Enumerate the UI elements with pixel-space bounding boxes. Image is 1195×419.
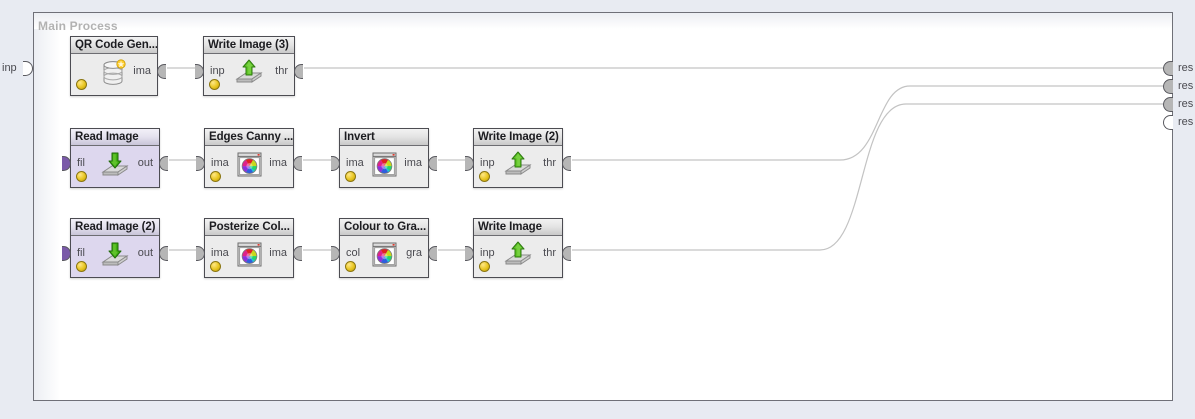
- input-port-label-invert-ima: ima: [346, 157, 364, 169]
- node-qr-code-generator[interactable]: QR Code Gen... ima: [70, 36, 166, 96]
- output-port-invert-ima[interactable]: [428, 156, 437, 171]
- output-port-label-write-image-3-thr: thr: [275, 65, 288, 77]
- status-indicator-invert[interactable]: [345, 171, 356, 182]
- node-invert[interactable]: Invert ima ima: [331, 128, 437, 188]
- canvas-result-knob-2[interactable]: [1163, 97, 1173, 112]
- read-image-icon: [98, 149, 132, 181]
- node-title-edges-canny: Edges Canny ...: [205, 129, 293, 146]
- status-indicator-qr-code-generator[interactable]: [76, 79, 87, 90]
- input-port-label-write-image-2-inp: inp: [480, 157, 495, 169]
- status-indicator-edges-canny[interactable]: [210, 171, 221, 182]
- node-body-qr-code-generator: ima: [71, 54, 166, 95]
- input-port-posterize-colour-ima[interactable]: [196, 246, 205, 261]
- node-body-read-image-2: fil out: [62, 236, 168, 277]
- canvas-result-port-label-1: res: [1178, 80, 1194, 92]
- canvas-result-knob-3[interactable]: [1163, 115, 1173, 130]
- input-port-label-write-image-3-inp: inp: [210, 65, 225, 77]
- input-port-label-read-image-2-fil: fil: [77, 247, 85, 259]
- colour-wheel-icon: [367, 149, 401, 181]
- node-write-image-3[interactable]: Write Image (3) inp thr: [195, 36, 303, 96]
- node-title-posterize-colour: Posterize Col...: [205, 219, 293, 236]
- node-title-write-image-2: Write Image (2): [474, 129, 562, 146]
- node-body-read-image: fil out: [62, 146, 168, 187]
- write-image-icon: [501, 149, 535, 181]
- output-port-colour-to-grayscale-gra[interactable]: [428, 246, 437, 261]
- node-body-write-image-3: inp thr: [195, 54, 303, 95]
- node-posterize-colour[interactable]: Posterize Col... ima ima: [196, 218, 302, 278]
- read-image-icon: [98, 239, 132, 271]
- node-title-colour-to-grayscale: Colour to Gra...: [340, 219, 428, 236]
- output-port-label-colour-to-grayscale-gra: gra: [406, 247, 422, 259]
- process-title-label: Main Process: [38, 19, 118, 33]
- node-write-image[interactable]: Write Image inp thr: [465, 218, 571, 278]
- colour-wheel-icon: [232, 239, 266, 271]
- canvas-result-knob-1[interactable]: [1163, 79, 1173, 94]
- output-port-label-read-image-out: out: [137, 157, 153, 169]
- canvas-result-port-label-3: res: [1178, 116, 1194, 128]
- status-indicator-read-image[interactable]: [76, 171, 87, 182]
- input-port-read-image-2-fil[interactable]: [62, 246, 71, 261]
- input-port-label-read-image-fil: fil: [77, 157, 85, 169]
- output-port-label-qr-code-generator-ima: ima: [133, 65, 151, 77]
- colour-wheel-icon: [232, 149, 266, 181]
- input-port-read-image-fil[interactable]: [62, 156, 71, 171]
- canvas-result-port-label-0: res: [1178, 62, 1194, 74]
- database-icon: [97, 57, 131, 89]
- output-port-read-image-out[interactable]: [159, 156, 168, 171]
- output-port-qr-code-generator-ima[interactable]: [157, 64, 166, 79]
- node-write-image-2[interactable]: Write Image (2) inp thr: [465, 128, 571, 188]
- output-port-label-read-image-2-out: out: [137, 247, 153, 259]
- input-port-write-image-2-inp[interactable]: [465, 156, 474, 171]
- input-port-label-write-image-inp: inp: [480, 247, 495, 259]
- node-read-image[interactable]: Read Image fil out: [62, 128, 168, 188]
- canvas-input-knob-0[interactable]: [23, 61, 33, 76]
- output-port-label-edges-canny-ima: ima: [269, 157, 287, 169]
- node-title-invert: Invert: [340, 129, 428, 146]
- output-port-edges-canny-ima[interactable]: [293, 156, 302, 171]
- node-body-write-image-2: inp thr: [465, 146, 571, 187]
- canvas-result-knob-0[interactable]: [1163, 61, 1173, 76]
- node-read-image-2[interactable]: Read Image (2) fil out: [62, 218, 168, 278]
- output-port-label-invert-ima: ima: [404, 157, 422, 169]
- node-body-colour-to-grayscale: col gra: [331, 236, 437, 277]
- output-port-write-image-3-thr[interactable]: [294, 64, 303, 79]
- output-port-read-image-2-out[interactable]: [159, 246, 168, 261]
- input-port-write-image-inp[interactable]: [465, 246, 474, 261]
- canvas-result-port-label-2: res: [1178, 98, 1194, 110]
- write-image-icon: [232, 57, 266, 89]
- output-port-label-write-image-2-thr: thr: [543, 157, 556, 169]
- canvas-input-port-label-0: inp: [2, 62, 17, 74]
- status-indicator-posterize-colour[interactable]: [210, 261, 221, 272]
- node-title-qr-code-generator: QR Code Gen...: [71, 37, 157, 54]
- node-edges-canny[interactable]: Edges Canny ... ima ima: [196, 128, 302, 188]
- node-colour-to-grayscale[interactable]: Colour to Gra... col gra: [331, 218, 437, 278]
- node-title-write-image: Write Image: [474, 219, 562, 236]
- status-indicator-colour-to-grayscale[interactable]: [345, 261, 356, 272]
- input-port-label-edges-canny-ima: ima: [211, 157, 229, 169]
- output-port-posterize-colour-ima[interactable]: [293, 246, 302, 261]
- node-title-write-image-3: Write Image (3): [204, 37, 294, 54]
- node-body-invert: ima ima: [331, 146, 437, 187]
- input-port-invert-ima[interactable]: [331, 156, 340, 171]
- status-indicator-write-image-3[interactable]: [209, 79, 220, 90]
- input-port-edges-canny-ima[interactable]: [196, 156, 205, 171]
- node-title-read-image: Read Image: [71, 129, 159, 146]
- output-port-label-write-image-thr: thr: [543, 247, 556, 259]
- node-title-read-image-2: Read Image (2): [71, 219, 159, 236]
- node-body-posterize-colour: ima ima: [196, 236, 302, 277]
- status-indicator-write-image-2[interactable]: [479, 171, 490, 182]
- node-body-edges-canny: ima ima: [196, 146, 302, 187]
- status-indicator-write-image[interactable]: [479, 261, 490, 272]
- status-indicator-read-image-2[interactable]: [76, 261, 87, 272]
- output-port-write-image-thr[interactable]: [562, 246, 571, 261]
- colour-wheel-icon: [367, 239, 401, 271]
- node-body-write-image: inp thr: [465, 236, 571, 277]
- input-port-label-colour-to-grayscale-col: col: [346, 247, 361, 259]
- output-port-write-image-2-thr[interactable]: [562, 156, 571, 171]
- input-port-colour-to-grayscale-col[interactable]: [331, 246, 340, 261]
- input-port-label-posterize-colour-ima: ima: [211, 247, 229, 259]
- input-port-write-image-3-inp[interactable]: [195, 64, 204, 79]
- write-image-icon: [501, 239, 535, 271]
- output-port-label-posterize-colour-ima: ima: [269, 247, 287, 259]
